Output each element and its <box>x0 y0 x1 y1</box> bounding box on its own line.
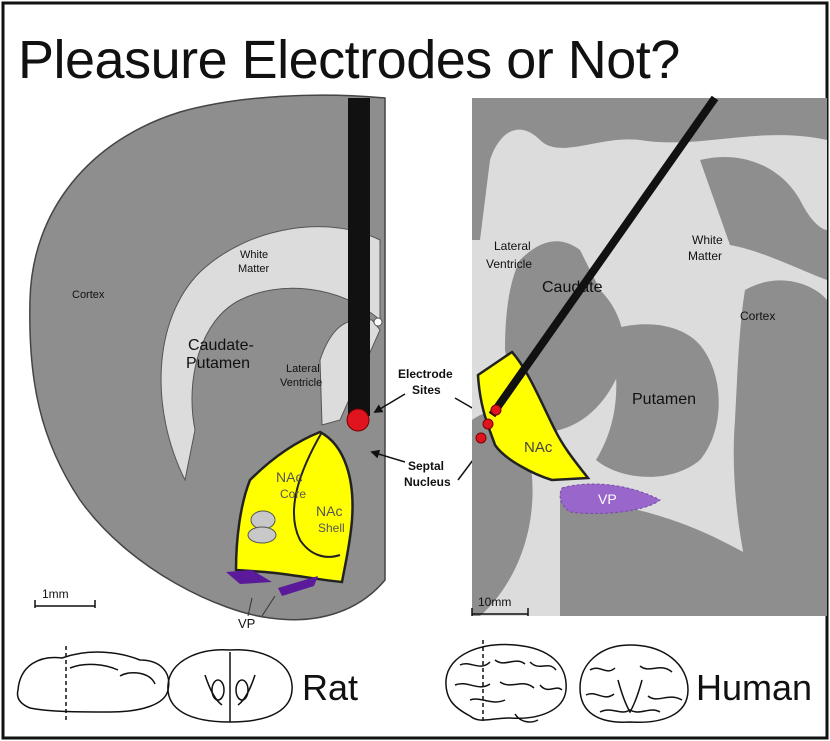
septal-nucleus-label: Nucleus <box>404 475 451 489</box>
human-nac-label: NAc <box>524 439 553 456</box>
rat-scale-bar: 1mm <box>35 587 95 608</box>
rat-nac-core-label: Core <box>280 487 306 501</box>
rat-electrode-site <box>347 409 369 431</box>
rat-white-matter-label: Matter <box>238 263 270 275</box>
electrode-sites-label: Sites <box>412 383 441 397</box>
septal-nucleus-label: Septal <box>408 459 444 473</box>
rat-lateral-label: Lateral <box>286 363 320 375</box>
human-lateral-label: Lateral <box>494 239 531 253</box>
human-brain-section <box>472 98 827 616</box>
human-scale-label: 10mm <box>478 595 511 609</box>
rat-putamen-label: Putamen <box>186 355 250 372</box>
figure-title: Pleasure Electrodes or Not? <box>18 30 680 90</box>
rat-nac-shell-label: NAc <box>316 503 342 519</box>
human-caudate-label: Caudate <box>542 279 603 296</box>
rat-electrode <box>348 98 370 416</box>
human-white-matter-label: White <box>692 233 723 247</box>
electrode-sites-label: Electrode <box>398 367 453 381</box>
rat-sagittal-thumbnail <box>18 646 169 720</box>
rat-ventricle-label: Ventricle <box>280 377 322 389</box>
human-cortex-label: Cortex <box>740 309 775 323</box>
human-vp-label: VP <box>598 491 617 507</box>
human-coronal-thumbnail <box>580 645 688 722</box>
human-electrode-site <box>491 405 501 415</box>
rat-white-matter-label: White <box>240 249 268 261</box>
rat-nac-island <box>251 511 275 529</box>
rat-nac-shell-label: Shell <box>318 521 345 535</box>
rat-scale-label: 1mm <box>42 587 69 601</box>
human-electrode-site <box>483 419 493 429</box>
rat-coronal-thumbnail <box>168 650 292 722</box>
rat-label: Rat <box>302 667 358 708</box>
rat-caudate-label: Caudate- <box>188 337 254 354</box>
rat-cortex-label: Cortex <box>72 289 105 301</box>
human-ventricle-label: Ventricle <box>486 257 532 271</box>
rat-nac-core-label: NAc <box>276 469 302 485</box>
human-putamen-label: Putamen <box>632 391 696 408</box>
rat-vp-label: VP <box>238 616 255 631</box>
human-sagittal-thumbnail <box>446 640 566 724</box>
human-white-matter-label: Matter <box>688 249 722 263</box>
human-electrode-site <box>476 433 486 443</box>
rat-nac-island <box>248 527 276 543</box>
human-label: Human <box>696 667 812 708</box>
